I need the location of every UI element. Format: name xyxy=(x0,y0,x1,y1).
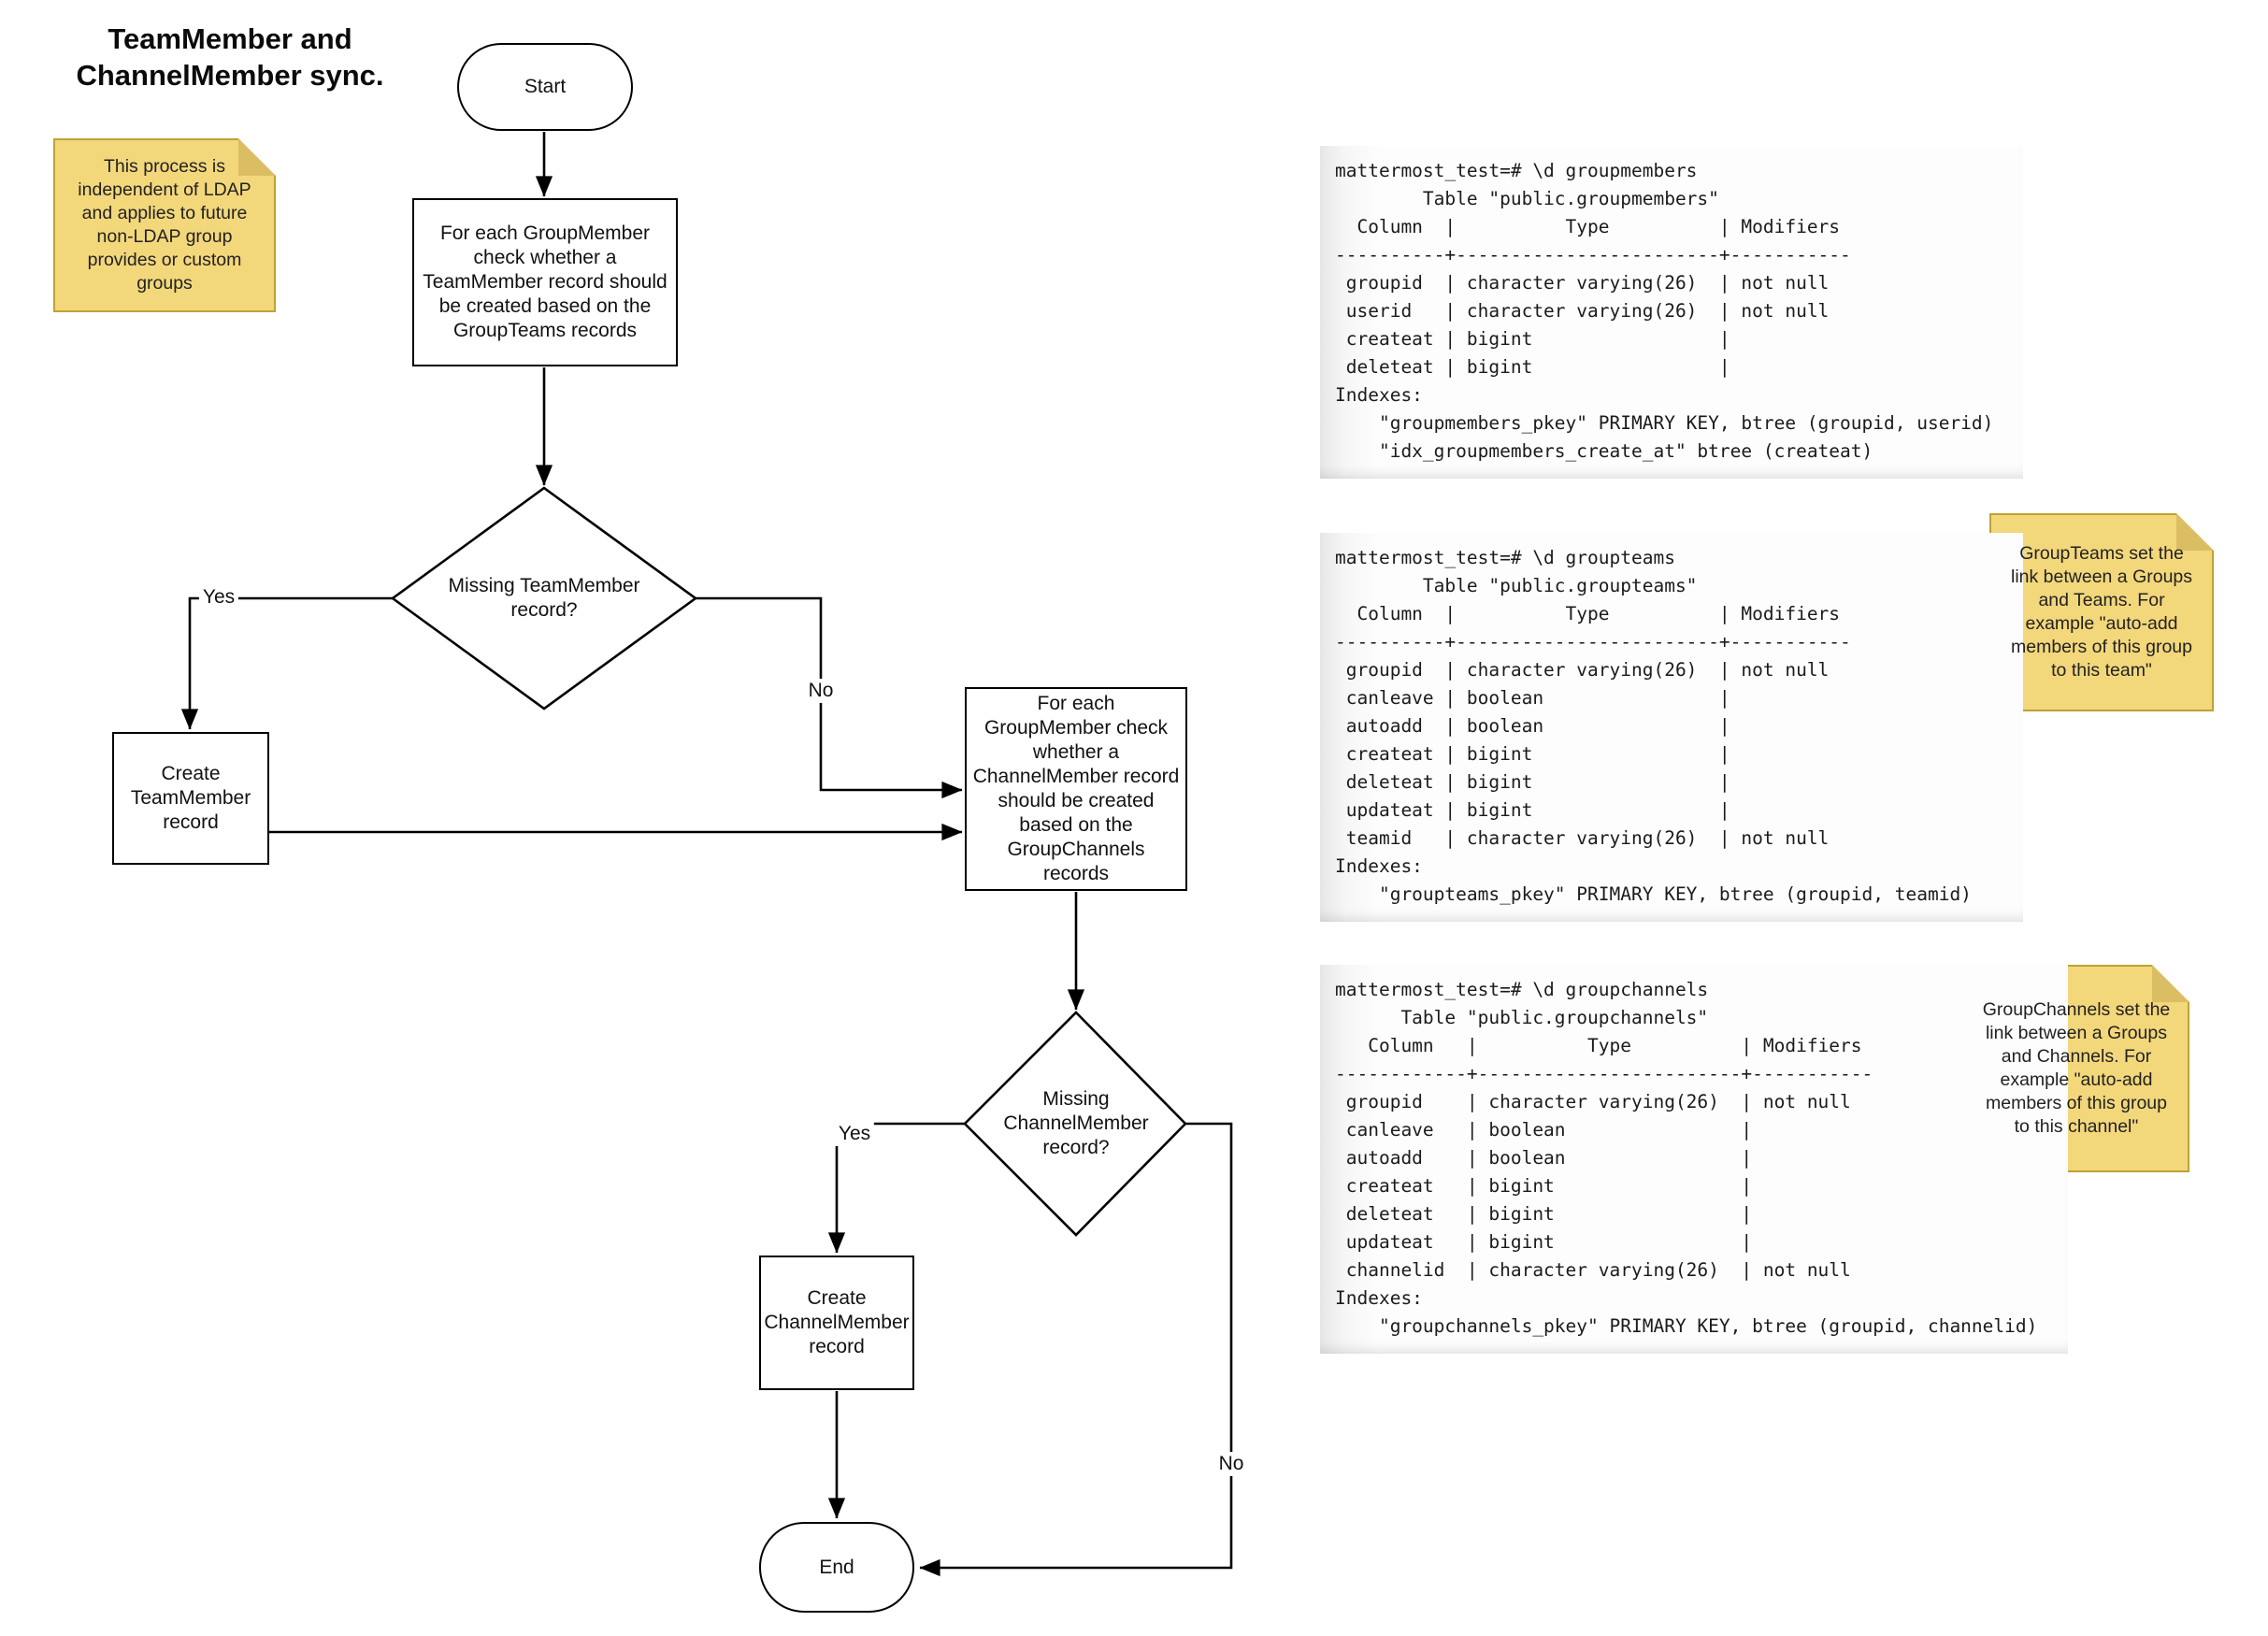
flow-node-create-teammember-label: Create TeamMember record xyxy=(130,763,251,833)
flow-node-check-teammember-label: For each GroupMember check whether a Tea… xyxy=(423,222,667,341)
decision-missing-channelmember-shape xyxy=(963,1011,1187,1237)
flow-node-create-teammember: Create TeamMember record xyxy=(112,732,269,865)
terminal-output-groupchannels: mattermost_test=# \d groupchannels Table… xyxy=(1320,965,2068,1354)
decision-missing-teammember-shape xyxy=(390,486,698,710)
flow-node-end: End xyxy=(759,1522,914,1613)
flow-node-missing-teammember-label: Missing TeamMember record? xyxy=(448,575,640,621)
edge-label-yes-channelmember: Yes xyxy=(834,1122,875,1146)
edge-decision2-no-to-end xyxy=(919,1122,1233,1577)
sticky-note-groupchannels-text: GroupChannels set the link between a Gro… xyxy=(1982,999,2171,1137)
edge-label-yes-teammember: Yes xyxy=(198,585,239,610)
page-title: TeamMember and ChannelMember sync. xyxy=(76,22,384,92)
sticky-note-groupteams-text: GroupTeams set the link between a Groups… xyxy=(2010,543,2193,681)
flow-node-check-channelmember-label: For each GroupMember check whether a Cha… xyxy=(972,693,1180,884)
flow-node-end-label: End xyxy=(819,1556,854,1578)
flow-node-create-channelmember: Create ChannelMember record xyxy=(759,1256,914,1390)
flow-node-check-channelmember: For each GroupMember check whether a Cha… xyxy=(965,687,1187,891)
edge-label-no-teammember: No xyxy=(804,679,838,703)
sticky-note-groupteams: GroupTeams set the link between a Groups… xyxy=(1989,513,2214,711)
edge-label-no-channelmember: No xyxy=(1214,1452,1248,1476)
flow-node-start: Start xyxy=(457,43,633,131)
terminal-output-groupteams: mattermost_test=# \d groupteams Table "p… xyxy=(1320,533,2023,922)
flow-node-missing-channelmember-label: Missing ChannelMember record? xyxy=(1003,1088,1149,1158)
sticky-note-ldap: This process is independent of LDAP and … xyxy=(53,138,276,312)
flow-node-create-channelmember-label: Create ChannelMember record xyxy=(764,1287,910,1357)
sticky-note-groupchannels: GroupChannels set the link between a Gro… xyxy=(1963,965,2189,1172)
sticky-note-ldap-text: This process is independent of LDAP and … xyxy=(78,156,251,294)
flow-node-start-label: Start xyxy=(524,76,567,97)
flow-node-check-teammember: For each GroupMember check whether a Tea… xyxy=(412,198,678,366)
edge-decision-yes-to-create-team xyxy=(180,596,393,730)
terminal-output-groupmembers: mattermost_test=# \d groupmembers Table … xyxy=(1320,146,2023,479)
